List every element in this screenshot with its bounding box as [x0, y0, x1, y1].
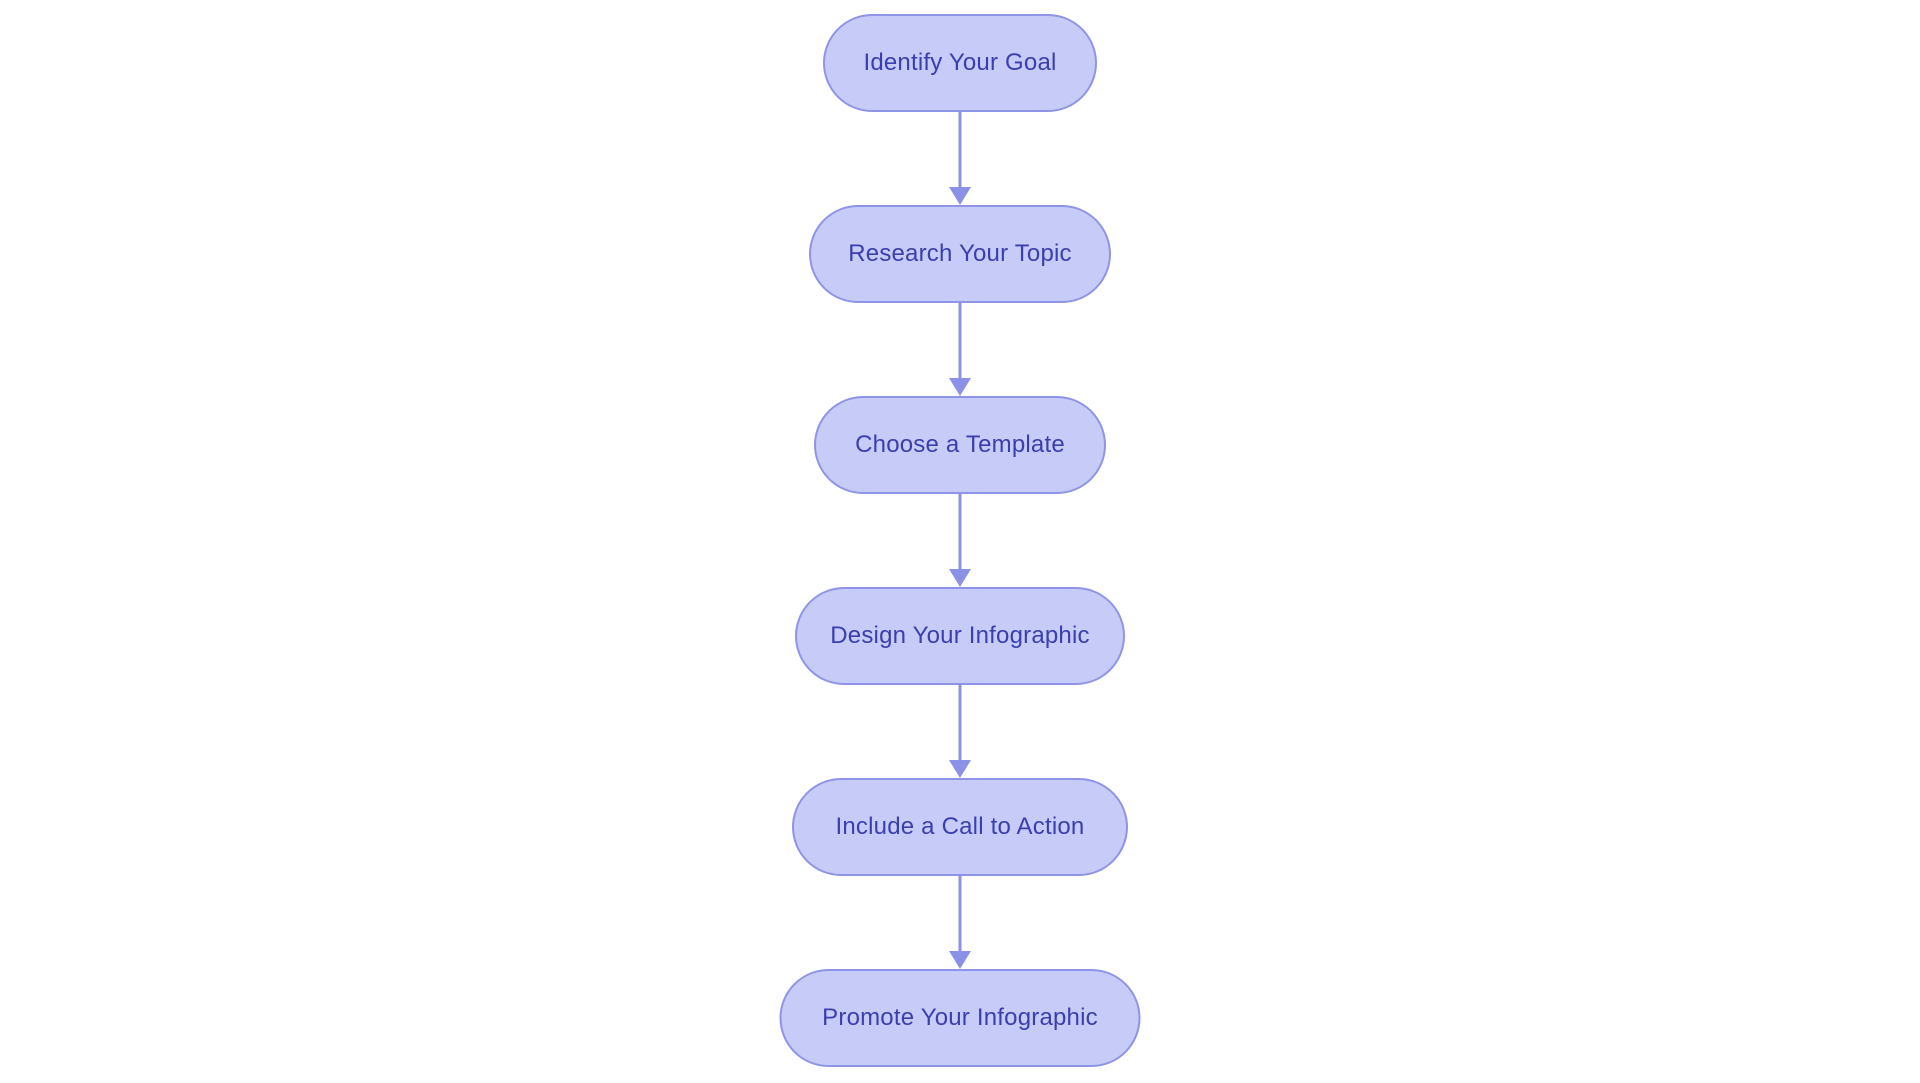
arrow-head-icon	[949, 187, 971, 205]
flow-node-identify-your-goal: Identify Your Goal	[823, 14, 1097, 112]
arrow-line	[958, 685, 962, 761]
arrow-head-icon	[949, 760, 971, 778]
flow-arrow-3	[949, 494, 971, 587]
flow-arrow-2	[949, 303, 971, 396]
flow-arrow-5	[949, 876, 971, 969]
arrow-line	[958, 876, 962, 952]
arrow-line	[958, 494, 962, 570]
flow-node-promote-your-infographic: Promote Your Infographic	[779, 969, 1141, 1067]
flow-arrow-4	[949, 685, 971, 778]
arrow-head-icon	[949, 951, 971, 969]
flow-node-design-your-infographic: Design Your Infographic	[795, 587, 1125, 685]
arrow-head-icon	[949, 569, 971, 587]
arrow-head-icon	[949, 378, 971, 396]
arrow-line	[958, 112, 962, 188]
flow-node-choose-a-template: Choose a Template	[814, 396, 1106, 494]
flow-node-include-a-call-to-action: Include a Call to Action	[792, 778, 1128, 876]
flow-node-research-your-topic: Research Your Topic	[809, 205, 1111, 303]
arrow-line	[958, 303, 962, 379]
flow-arrow-1	[949, 112, 971, 205]
